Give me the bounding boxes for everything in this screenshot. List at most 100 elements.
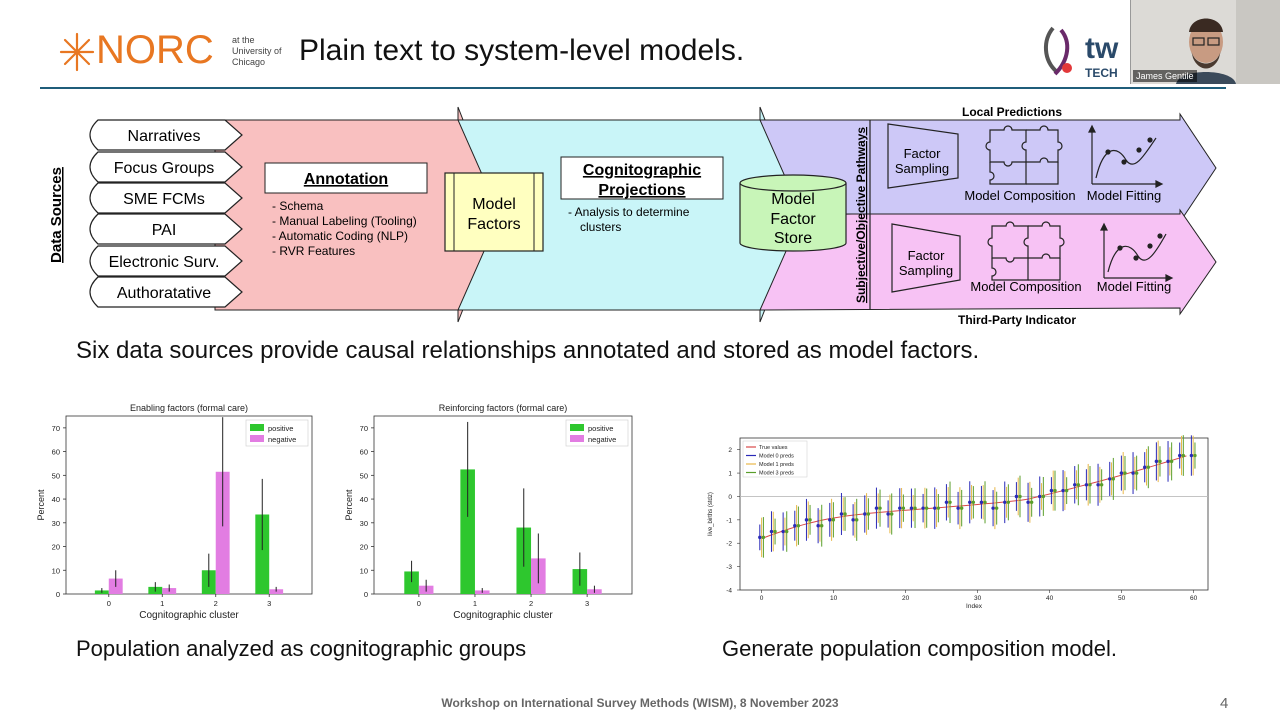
svg-text:Store: Store — [774, 230, 812, 247]
bar-chart-0: Enabling factors (formal care)0102030405… — [36, 403, 313, 621]
prediction-point — [758, 535, 762, 540]
top-factor-sampling-line-1: Sampling — [895, 161, 949, 176]
x-tick-label: 30 — [974, 595, 982, 602]
x-tick-label: 1 — [473, 599, 477, 608]
y-tick-label: 20 — [360, 543, 368, 552]
prediction-point — [983, 500, 987, 505]
x-tick-label: 2 — [529, 599, 533, 608]
x-axis-label: Cognitographic cluster — [139, 610, 239, 621]
curve-fitting-icon — [1100, 222, 1174, 282]
svg-text:Factor: Factor — [770, 211, 816, 228]
y-tick-label: -4 — [726, 588, 732, 595]
prediction-point — [1166, 459, 1170, 464]
prediction-point — [1064, 488, 1069, 493]
sponsor-subtext: TECH — [1085, 66, 1118, 80]
projections-title-line-1: Projections — [598, 182, 685, 199]
x-tick-label: 3 — [267, 599, 271, 608]
annotation-title-box — [264, 162, 428, 194]
puzzle-icon — [985, 125, 1063, 185]
factor-sampling-trapezoid-icon — [887, 123, 959, 189]
legend-swatch-negative — [570, 435, 584, 442]
source-chip-2: SME FCMs — [89, 182, 243, 214]
bar-charts-panel: Enabling factors (formal care)0102030405… — [36, 403, 633, 621]
true-values-line — [761, 455, 1187, 540]
prediction-point — [979, 500, 984, 505]
prediction-point — [1084, 483, 1089, 487]
prediction-point — [820, 523, 824, 528]
annotation-bullet-3: - RVR Features — [272, 244, 355, 258]
prediction-point — [1061, 488, 1065, 493]
prediction-point — [890, 512, 894, 516]
prediction-point — [901, 506, 906, 510]
svg-text:Narratives: Narratives — [128, 128, 201, 145]
model-factor-store-cylinder: Model Factor Store — [739, 174, 847, 252]
svg-text:Focus Groups: Focus Groups — [114, 160, 214, 177]
top-factor-sampling-line-0: Factor — [904, 146, 942, 161]
legend-label: Model 1 preds — [759, 462, 794, 468]
data-sources-list: Narratives Focus Groups SME FCMs PAI Ele… — [89, 119, 243, 308]
source-chip-4: Electronic Surv. — [89, 245, 243, 277]
prediction-point — [761, 535, 766, 540]
source-chip-1: Focus Groups — [89, 151, 243, 183]
prediction-point — [1178, 453, 1182, 458]
caption-population-analyzed: Population analyzed as cognitographic gr… — [76, 636, 527, 661]
video-participant-tile[interactable]: James Gentile — [1130, 0, 1280, 84]
y-tick-label: 60 — [360, 448, 368, 457]
prediction-point — [1123, 471, 1127, 475]
bar-chart-1: Reinforcing factors (formal care)0102030… — [344, 403, 633, 621]
prediction-point — [769, 529, 774, 534]
bar-positive-1 — [460, 469, 475, 594]
caption-data-sources: Six data sources provide causal relation… — [76, 337, 980, 364]
norc-logo — [57, 30, 297, 74]
x-tick-label: 0 — [760, 595, 764, 602]
y-tick-label: 2 — [728, 447, 732, 454]
prediction-point — [1041, 494, 1046, 499]
legend-label-negative: negative — [588, 435, 616, 444]
norc-star-icon — [59, 32, 95, 72]
prediction-point — [1049, 488, 1054, 493]
annotation-bullet-0: - Schema — [272, 199, 324, 213]
prediction-point — [898, 506, 902, 510]
y-axis-label: live_births (stdz) — [708, 492, 714, 536]
legend-label-positive: positive — [268, 424, 293, 433]
prediction-point — [959, 506, 964, 510]
x-tick-label: 50 — [1118, 595, 1126, 602]
header-divider — [40, 87, 1226, 89]
prediction-point — [1189, 453, 1194, 458]
factor-sampling-trapezoid-icon — [891, 223, 961, 293]
curve-fitting-icon — [1088, 124, 1164, 188]
prediction-point — [855, 518, 859, 522]
x-tick-label: 0 — [107, 599, 111, 608]
prediction-point — [878, 506, 882, 510]
x-tick-label: 20 — [902, 595, 910, 602]
y-tick-label: 20 — [52, 543, 60, 552]
svg-text:SME FCMs: SME FCMs — [123, 191, 205, 208]
y-tick-label: 30 — [360, 519, 368, 528]
prediction-point — [863, 512, 867, 516]
chart-title: Reinforcing factors (formal care) — [439, 403, 568, 413]
x-tick-label: 1 — [160, 599, 164, 608]
y-tick-label: -1 — [726, 517, 732, 524]
prediction-point — [968, 500, 972, 505]
logo-subtitle: at the University of Chicago — [232, 35, 282, 67]
prediction-point — [1029, 500, 1034, 505]
local-predictions-title: Local Predictions — [962, 105, 1062, 119]
y-tick-label: 50 — [360, 471, 368, 480]
svg-text:Authoratative: Authoratative — [117, 285, 211, 302]
pipeline-diagram: Narratives Focus Groups SME FCMs PAI Ele… — [48, 105, 1217, 327]
prediction-point — [1099, 483, 1104, 487]
participant-video-icon — [1131, 0, 1280, 84]
third-party-title: Third-Party Indicator — [958, 313, 1076, 327]
prediction-point — [804, 518, 809, 522]
prediction-point — [991, 506, 995, 510]
legend-swatch-positive — [570, 424, 584, 431]
prediction-point — [1096, 483, 1100, 487]
y-tick-label: 40 — [360, 495, 368, 504]
prediction-point — [839, 512, 844, 516]
slide-title: Plain text to system-level models. — [299, 34, 745, 67]
data-sources-label: Data Sources — [48, 167, 65, 263]
third-party-lane — [759, 208, 1217, 316]
